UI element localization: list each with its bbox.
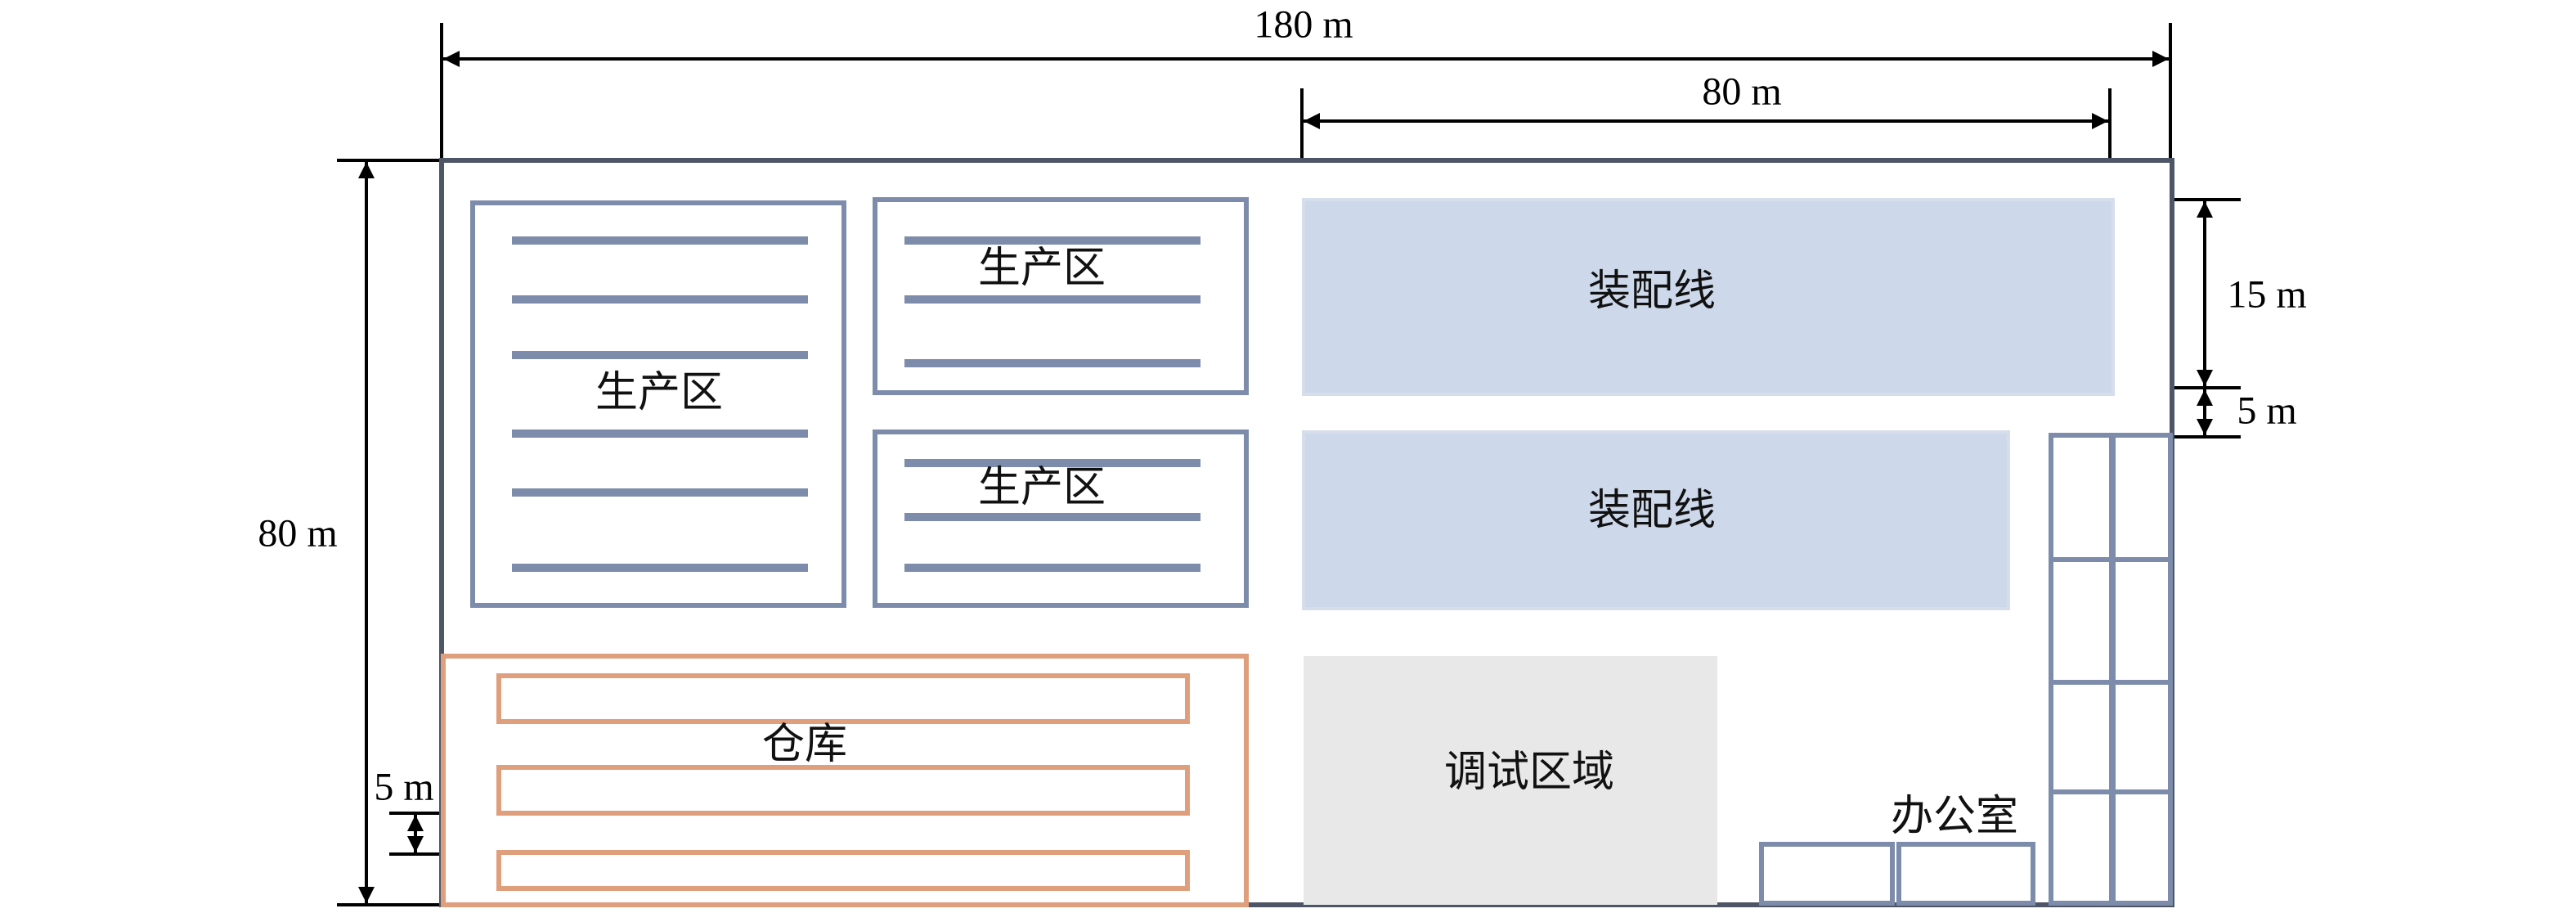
dimension-label-assembly-height: 15 m (2227, 273, 2306, 317)
office-zone: 办公室 (1759, 433, 2173, 906)
production-zone-label: 生产区 (978, 463, 1106, 512)
dimension-total-height: 80 m (258, 159, 442, 906)
dimension-rack-gap: 5 m (374, 766, 442, 856)
office-cell (2049, 680, 2114, 794)
production-zone-large: 生产区 (470, 200, 846, 608)
assembly-line-label: 装配线 (1588, 486, 1716, 535)
office-cell (2049, 789, 2114, 906)
assembly-line-label: 装配线 (1588, 267, 1716, 316)
dimension-label-total-width: 180 m (1254, 3, 1353, 47)
office-cell (2049, 557, 2114, 685)
warehouse-label: 仓库 (762, 720, 847, 769)
warehouse-rack (496, 850, 1190, 891)
production-zone-border (873, 197, 1249, 395)
production-zone-label: 生产区 (978, 244, 1106, 293)
office-cell (2111, 557, 2173, 685)
assembly-line-upper: 装配线 (1302, 198, 2115, 396)
production-zone-lower: 生产区 (873, 430, 1249, 608)
production-zone-label: 生产区 (595, 368, 723, 417)
production-zone-upper: 生产区 (873, 197, 1249, 395)
warehouse-border (441, 654, 1249, 907)
office-label: 办公室 (1891, 792, 2018, 841)
debug-area (1304, 656, 1717, 905)
office-cell (2111, 433, 2173, 562)
office-cell (1759, 842, 1895, 906)
office-cell (1896, 842, 2035, 906)
dimension-label-assembly-gap: 5 m (2237, 389, 2296, 433)
production-zone-border (470, 200, 846, 608)
debug-area-zone: 调试区域 (1304, 656, 1717, 905)
assembly-line-area (1302, 198, 2115, 396)
production-zone-border (873, 430, 1249, 608)
warehouse-zone: 仓库 (441, 654, 1249, 907)
assembly-line-lower: 装配线 (1302, 430, 2010, 610)
dimension-assembly-width: 80 m (1300, 70, 2112, 160)
office-cell (2049, 433, 2114, 562)
office-cell (2111, 789, 2173, 906)
dimension-label-total-height: 80 m (258, 512, 337, 555)
office-cell (2111, 680, 2173, 794)
debug-area-label: 调试区域 (1444, 748, 1614, 797)
dimension-label-assembly-width: 80 m (1702, 70, 1781, 114)
warehouse-rack (496, 765, 1190, 816)
dimension-assembly-height: 15 m 5 m (2172, 198, 2307, 439)
dimension-label-rack-gap: 5 m (374, 766, 433, 809)
warehouse-rack (496, 673, 1190, 724)
dimension-total-width: 180 m (440, 3, 2172, 160)
assembly-line-area (1302, 430, 2010, 610)
